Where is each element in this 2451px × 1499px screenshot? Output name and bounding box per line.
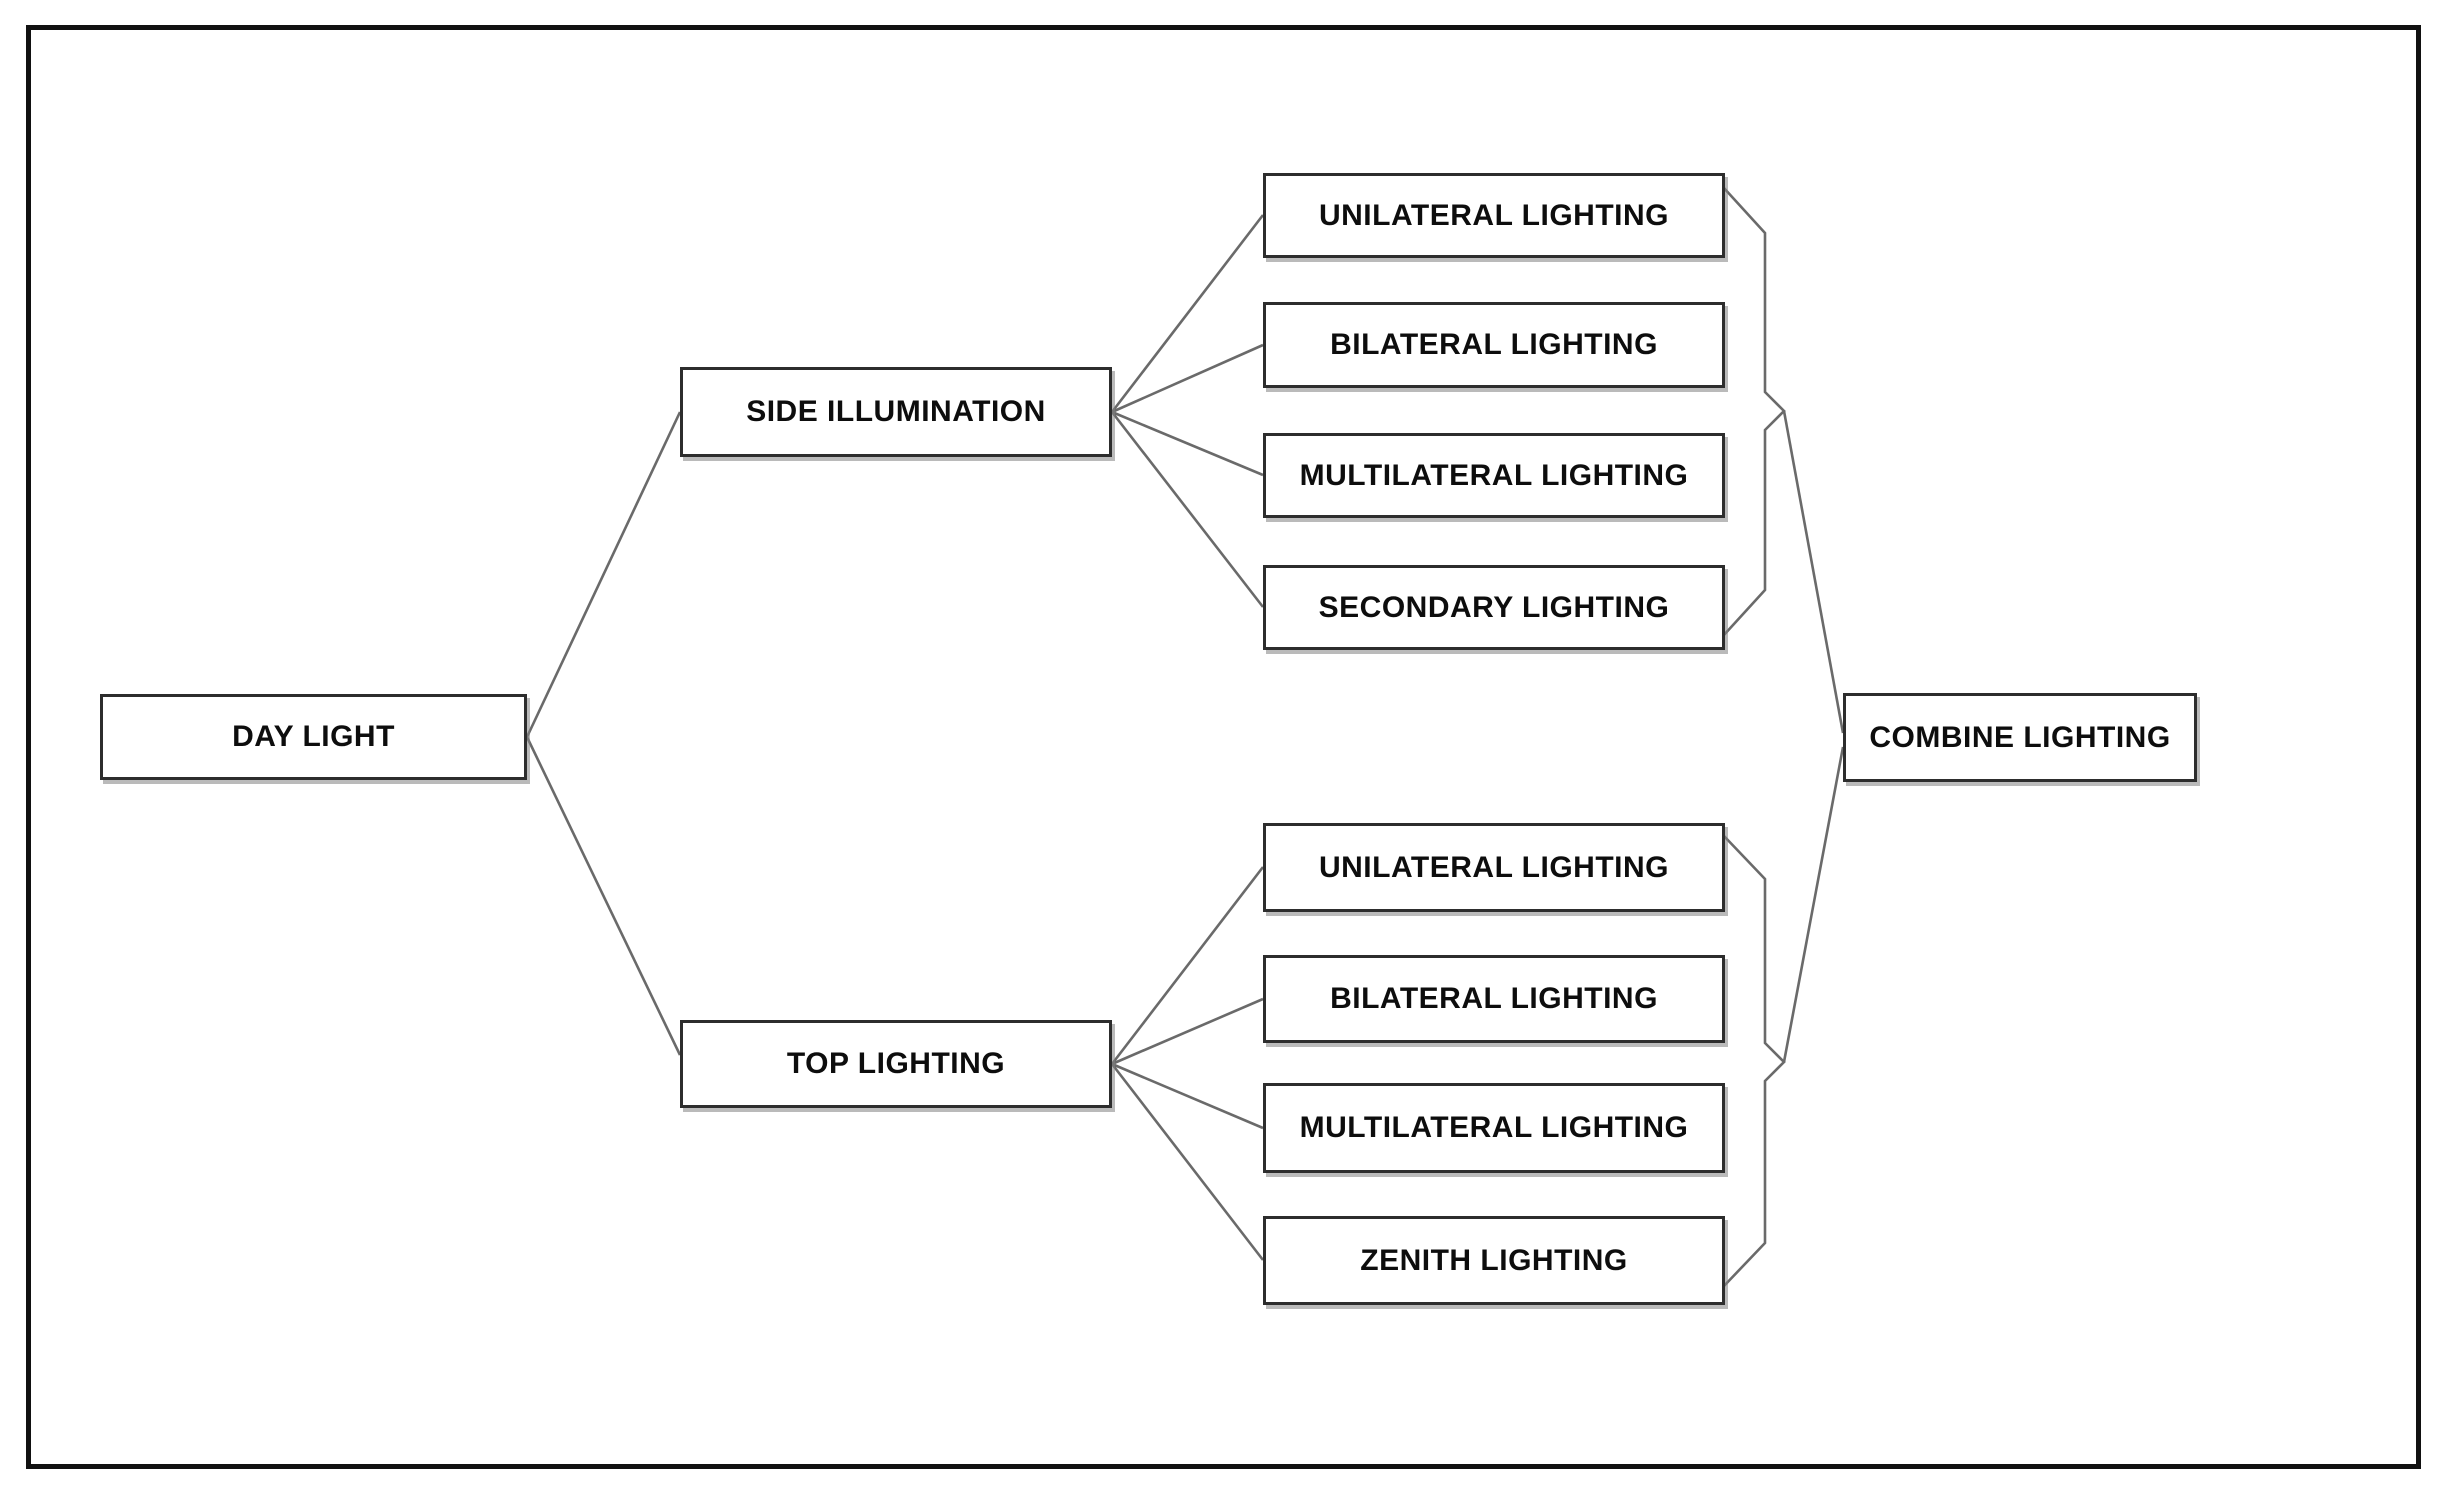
node-side-multilateral-lighting: MULTILATERAL LIGHTING: [1263, 433, 1725, 518]
node-side-illumination: SIDE ILLUMINATION: [680, 367, 1112, 457]
node-secondary-lighting: SECONDARY LIGHTING: [1263, 565, 1725, 650]
edge-side-to-unilateral: [1110, 214, 1265, 413]
edge-side-to-secondary: [1110, 411, 1265, 608]
node-side-bilateral-lighting: BILATERAL LIGHTING: [1263, 302, 1725, 388]
node-zenith-lighting: ZENITH LIGHTING: [1263, 1216, 1725, 1305]
edge-top-to-multilateral: [1111, 1062, 1264, 1130]
edge-side-to-bilateral: [1111, 343, 1264, 414]
node-day-light: DAY LIGHT: [100, 694, 527, 780]
edge-daylight-to-side-illumination: [525, 411, 682, 738]
node-side-unilateral-lighting: UNILATERAL LIGHTING: [1263, 173, 1725, 258]
edge-side-to-multilateral: [1111, 410, 1264, 477]
node-combine-lighting: COMBINE LIGHTING: [1843, 693, 2197, 782]
edge-daylight-to-top-lighting: [525, 736, 682, 1056]
edge-top-to-bilateral: [1111, 997, 1264, 1066]
brace-top-group: [1722, 834, 1786, 1288]
brace-side-group: [1722, 186, 1786, 637]
node-top-multilateral-lighting: MULTILATERAL LIGHTING: [1263, 1083, 1725, 1173]
edge-top-to-unilateral: [1110, 866, 1265, 1065]
edge-top-group-to-combine: [1782, 746, 1845, 1063]
edge-side-group-to-combine: [1782, 410, 1845, 734]
node-top-bilateral-lighting: BILATERAL LIGHTING: [1263, 955, 1725, 1043]
edge-top-to-zenith: [1110, 1063, 1265, 1261]
diagram-outer-frame: [26, 25, 2421, 1469]
node-top-unilateral-lighting: UNILATERAL LIGHTING: [1263, 823, 1725, 912]
node-top-lighting: TOP LIGHTING: [680, 1020, 1112, 1108]
